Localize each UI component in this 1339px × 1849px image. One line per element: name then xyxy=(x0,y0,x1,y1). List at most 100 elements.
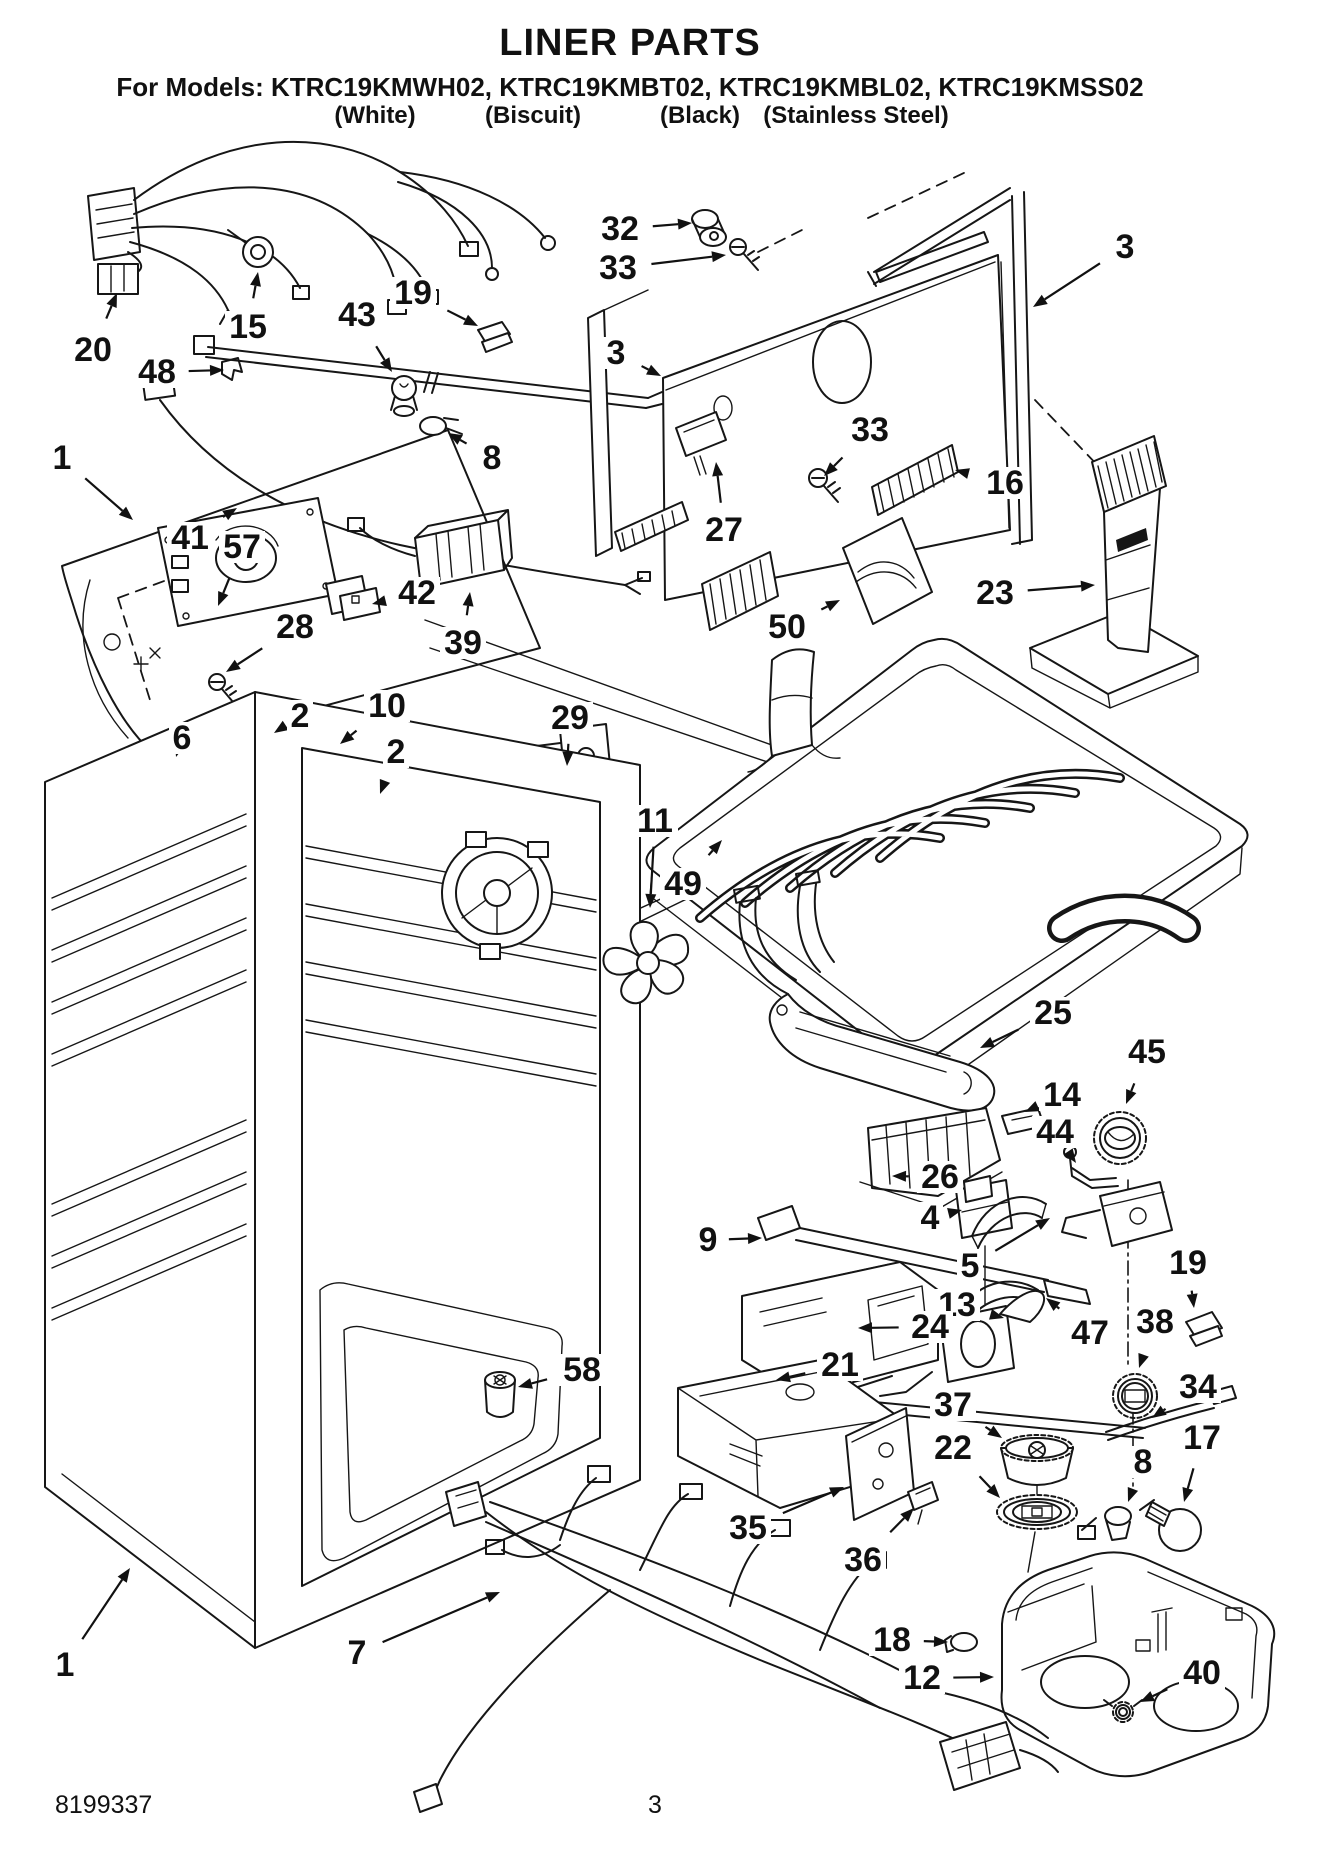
bulb-43 xyxy=(390,375,418,417)
light-housing-12 xyxy=(944,1551,1276,1778)
svg-text:47: 47 xyxy=(1071,1314,1109,1352)
tube-5 xyxy=(971,1196,1047,1249)
svg-text:43: 43 xyxy=(338,296,376,334)
gear-45 xyxy=(1093,1111,1147,1165)
svg-text:49: 49 xyxy=(664,865,702,903)
module-34a xyxy=(1061,1181,1173,1247)
callout-27-11: 27 xyxy=(701,462,747,549)
callout-17-45: 17 xyxy=(1179,1419,1225,1502)
screw-28 xyxy=(208,673,237,703)
svg-text:10: 10 xyxy=(368,687,406,725)
callout-19-4: 19 xyxy=(390,274,478,326)
callout-29-25: 29 xyxy=(547,699,593,766)
svg-text:17: 17 xyxy=(1183,1419,1221,1457)
svg-text:38: 38 xyxy=(1136,1303,1174,1341)
screw-33a xyxy=(729,238,760,271)
clip-42 xyxy=(325,575,381,621)
evaporator-tray-49 xyxy=(645,637,1249,1091)
svg-text:6: 6 xyxy=(173,719,192,757)
svg-text:27: 27 xyxy=(705,511,743,549)
callout-49-27: 49 xyxy=(660,840,722,903)
connector-15 xyxy=(227,229,274,268)
svg-text:26: 26 xyxy=(921,1158,959,1196)
callout-23-13: 23 xyxy=(972,574,1095,612)
callout-8-5: 8 xyxy=(448,433,505,477)
heater-wire-rails xyxy=(193,335,663,409)
callout-33-10: 33 xyxy=(824,411,893,476)
screw-33b xyxy=(808,468,841,503)
svg-text:24: 24 xyxy=(911,1308,949,1346)
ring-gear-22 xyxy=(996,1494,1078,1530)
callout-9-35: 9 xyxy=(695,1221,762,1259)
callout-45-29: 45 xyxy=(1124,1033,1170,1104)
duct-24 xyxy=(741,1261,939,1397)
callout-4-33: 4 xyxy=(917,1199,962,1237)
fan-shroud xyxy=(441,831,553,960)
callout-44-31: 44 xyxy=(1032,1113,1078,1163)
svg-text:1: 1 xyxy=(56,1646,75,1684)
svg-text:42: 42 xyxy=(398,574,436,612)
svg-text:16: 16 xyxy=(986,464,1024,502)
callout-1-54: 1 xyxy=(52,1568,130,1684)
svg-text:15: 15 xyxy=(229,308,267,346)
drain-tube-58 xyxy=(484,1371,516,1418)
cabinet-liner xyxy=(44,691,641,1649)
callout-8-46: 8 xyxy=(1127,1443,1156,1502)
plate-35 xyxy=(845,1407,915,1521)
svg-text:29: 29 xyxy=(551,699,589,737)
svg-text:57: 57 xyxy=(223,528,261,566)
callout-58-53: 58 xyxy=(518,1351,605,1389)
svg-text:7: 7 xyxy=(348,1634,367,1672)
callout-34-40: 34 xyxy=(1152,1368,1221,1418)
callout-37-43: 37 xyxy=(930,1386,1002,1438)
switch-19b xyxy=(1185,1311,1223,1347)
svg-text:8: 8 xyxy=(483,439,502,477)
callout-2-22: 2 xyxy=(274,697,313,735)
color-stainless-label: (Stainless Steel) xyxy=(763,102,949,129)
grommet-32 xyxy=(691,209,727,247)
svg-text:50: 50 xyxy=(768,608,806,646)
wire-harness-7 xyxy=(413,1465,1059,1813)
svg-text:58: 58 xyxy=(563,1351,601,1389)
color-white-label: (White) xyxy=(334,102,416,129)
callout-12-50: 12 xyxy=(899,1659,994,1697)
svg-text:2: 2 xyxy=(291,697,310,735)
callout-57-17: 57 xyxy=(218,528,265,606)
socket-8a xyxy=(419,416,463,436)
document-number: 8199337 xyxy=(55,1791,153,1819)
callout-39-20: 39 xyxy=(440,592,486,662)
callout-43-3: 43 xyxy=(334,296,392,372)
svg-text:34: 34 xyxy=(1179,1368,1217,1406)
svg-text:8: 8 xyxy=(1134,1443,1153,1481)
svg-text:4: 4 xyxy=(921,1199,940,1237)
callout-42-19: 42 xyxy=(372,574,440,612)
socket-8b xyxy=(1077,1499,1155,1541)
svg-text:2: 2 xyxy=(387,733,406,771)
svg-text:11: 11 xyxy=(637,802,673,840)
svg-text:1: 1 xyxy=(53,439,72,477)
svg-text:33: 33 xyxy=(599,249,637,287)
color-black-label: (Black) xyxy=(659,102,741,129)
cover-box-39 xyxy=(347,509,513,589)
clip-36 xyxy=(907,1481,939,1525)
svg-text:25: 25 xyxy=(1034,994,1072,1032)
gear-38 xyxy=(1112,1373,1158,1419)
svg-text:28: 28 xyxy=(276,608,314,646)
callout-41-16: 41 xyxy=(167,508,237,557)
callout-16-12: 16 xyxy=(955,464,1028,502)
svg-text:48: 48 xyxy=(138,353,176,391)
svg-text:5: 5 xyxy=(961,1247,980,1285)
svg-text:32: 32 xyxy=(601,210,639,248)
clip-48 xyxy=(221,357,243,381)
callout-2-24: 2 xyxy=(379,733,409,794)
svg-text:35: 35 xyxy=(729,1509,767,1547)
svg-text:21: 21 xyxy=(821,1346,859,1384)
svg-text:44: 44 xyxy=(1036,1113,1074,1151)
bulb-17 xyxy=(1145,1501,1202,1552)
svg-text:33: 33 xyxy=(851,411,889,449)
svg-text:45: 45 xyxy=(1128,1033,1166,1071)
callout-7-52: 7 xyxy=(344,1592,500,1672)
wishbone-bracket-25 xyxy=(733,869,996,1112)
svg-text:19: 19 xyxy=(394,274,432,312)
